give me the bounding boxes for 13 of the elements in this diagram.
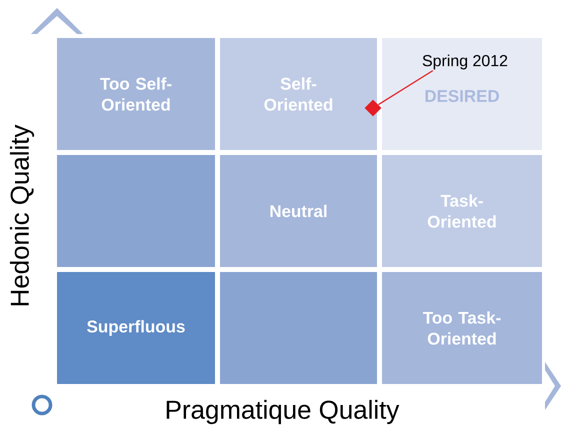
grid-cell: Neutral [220, 155, 377, 267]
grid-cell: Too Self-Oriented [57, 38, 215, 150]
axis-label: Hedonic Quality [10, 124, 34, 306]
axis-label: Pragmatique Quality [166, 400, 400, 424]
marker-diamond [364, 100, 382, 116]
grid-cell: Superfluous [57, 272, 215, 384]
empty-cell [220, 272, 377, 384]
grid-cell: Self-Oriented [220, 38, 377, 150]
grid-cell: Task-Oriented [382, 155, 542, 267]
note-text: Spring 2012 [422, 54, 508, 70]
empty-cell [57, 155, 215, 267]
leader-line [378, 70, 434, 106]
grid-cell: Too Task-Oriented [382, 272, 542, 384]
